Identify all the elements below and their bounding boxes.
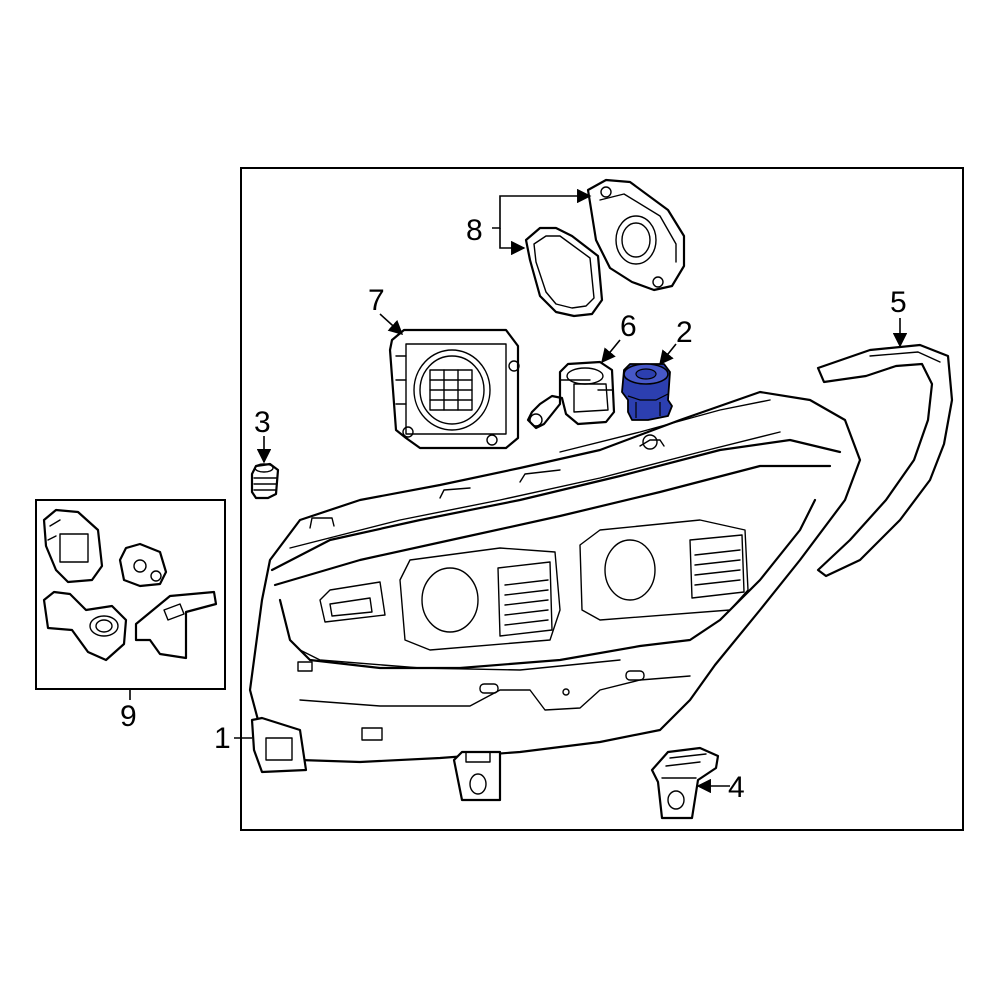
gasket[interactable] (524, 226, 604, 318)
nut[interactable] (250, 462, 280, 500)
bracket-set[interactable] (42, 508, 218, 662)
bulb[interactable] (526, 360, 616, 430)
callout-7: 7 (368, 284, 385, 317)
callout-8: 8 (466, 214, 483, 247)
bulb-socket[interactable] (621, 363, 673, 421)
cover-cap[interactable] (586, 178, 686, 292)
callout-9: 9 (120, 700, 137, 733)
callout-4: 4 (728, 771, 745, 804)
callout-5: 5 (890, 286, 907, 319)
callout-6: 6 (620, 310, 637, 343)
bracket[interactable] (650, 746, 720, 820)
main-assembly-frame (240, 167, 964, 831)
led-control-module[interactable] (388, 328, 520, 450)
trim-strip[interactable] (816, 343, 954, 578)
headlamp-housing[interactable] (248, 390, 862, 802)
callout-2: 2 (676, 316, 693, 349)
callout-1: 1 (214, 722, 231, 755)
leader-lines (129, 188, 908, 794)
callout-3: 3 (254, 406, 271, 439)
